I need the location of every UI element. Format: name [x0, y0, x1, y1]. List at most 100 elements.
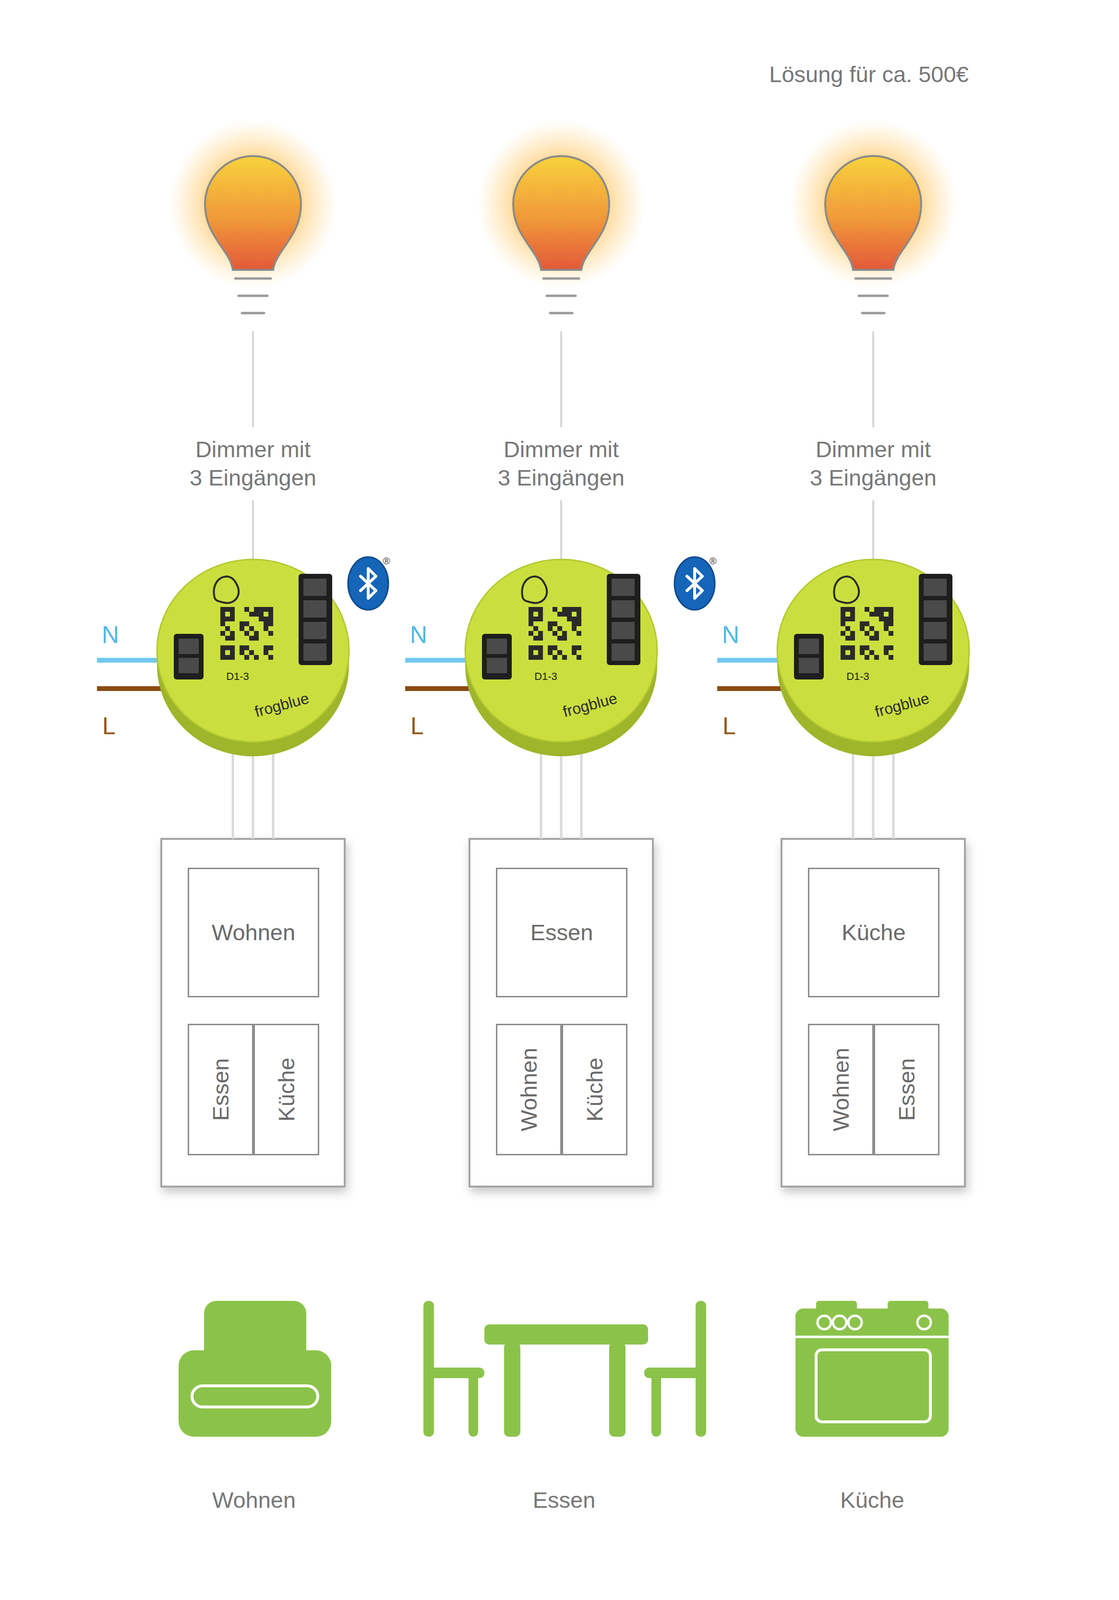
- qr-cell: [533, 616, 539, 622]
- qr-cell: [840, 616, 846, 622]
- qr-cell: [850, 645, 855, 650]
- qr-cell: [229, 616, 235, 622]
- qr-cell: [562, 611, 567, 617]
- qr-cell: [576, 630, 582, 636]
- light-bulb: [477, 120, 646, 313]
- qr-cell: [528, 630, 534, 636]
- qr-cell: [566, 611, 572, 617]
- qr-cell: [888, 645, 894, 650]
- qr-cell: [864, 630, 870, 636]
- dimmer-device: [156, 559, 349, 757]
- stove-knob: [817, 1315, 831, 1329]
- switch-rocker: Küche: [253, 1023, 320, 1156]
- bluetooth-rune: [360, 568, 376, 599]
- room-label: Küche: [840, 1485, 904, 1515]
- qr-cell: [883, 649, 889, 655]
- qr-cell: [263, 606, 269, 612]
- qr-cell: [229, 635, 235, 641]
- dimmer-label: Dimmer mit 3 Eingängen: [805, 434, 942, 494]
- qr-cell: [571, 621, 577, 626]
- qr-cell: [552, 654, 558, 660]
- neutral-label: N: [721, 619, 740, 650]
- qr-cell: [874, 611, 879, 617]
- qr-cell: [538, 649, 543, 655]
- qr-cell: [229, 606, 235, 612]
- qr-cell: [225, 625, 230, 631]
- device-model: D1-3: [534, 669, 558, 684]
- qr-cell: [878, 616, 884, 622]
- switch-rocker: Wohnen: [187, 867, 320, 998]
- qr-cell: [562, 654, 567, 660]
- stove-body: [795, 1308, 949, 1437]
- device-brand: frogblue: [252, 688, 312, 722]
- switch-frame: [469, 838, 653, 1187]
- live-label: L: [410, 710, 424, 742]
- terminal-slot: [486, 657, 507, 674]
- qr-cell: [244, 630, 250, 636]
- qr-cell: [571, 649, 577, 655]
- terminal-block: [606, 573, 641, 665]
- device-model: D1-3: [846, 669, 870, 684]
- terminal-slot: [611, 600, 635, 618]
- bulb-base: [855, 277, 891, 280]
- qr-cell: [538, 611, 543, 617]
- device-top: [777, 559, 970, 742]
- qr-cell: [869, 625, 875, 631]
- bulb-glow: [789, 120, 958, 289]
- live-label: L: [722, 710, 736, 742]
- device-brand: frogblue: [872, 688, 932, 722]
- qr-cell: [874, 606, 879, 612]
- qr-cell: [268, 621, 274, 626]
- rocker-label: Wohnen: [515, 1047, 542, 1132]
- terminal-block: [481, 633, 512, 680]
- qr-cell: [878, 611, 884, 617]
- table-part: [651, 1372, 662, 1437]
- qr-cell: [220, 611, 226, 617]
- bulb-globe: [204, 156, 301, 270]
- terminal-slot: [611, 643, 635, 661]
- qr-cell: [840, 645, 846, 650]
- bulb-wire: [872, 331, 875, 428]
- qr-cell: [859, 621, 865, 626]
- qr-cell: [249, 635, 254, 641]
- qr-cell: [874, 630, 879, 636]
- qr-cell: [263, 649, 269, 655]
- switch-rocker: Essen: [873, 1023, 940, 1156]
- qr-cell: [571, 616, 577, 622]
- rocker-label: Wohnen: [827, 1047, 855, 1132]
- device-brand: frogblue: [560, 688, 620, 722]
- dimmer-label: Dimmer mit 3 Eingängen: [493, 434, 630, 494]
- bulb-base: [238, 294, 268, 298]
- qr-cell: [878, 606, 884, 612]
- qr-cell: [258, 611, 264, 617]
- qr-cell: [263, 616, 269, 622]
- qr-cell: [220, 645, 226, 650]
- rocker-label: Essen: [206, 1058, 234, 1121]
- qr-cell: [576, 616, 582, 622]
- qr-cell: [538, 645, 543, 650]
- rocker-label: Küche: [272, 1057, 300, 1121]
- qr-cell: [840, 630, 846, 636]
- qr-cell: [547, 621, 553, 626]
- qr-cell: [220, 616, 226, 622]
- table-part: [609, 1341, 626, 1437]
- qr-cell: [864, 606, 870, 612]
- terminal-block: [918, 573, 953, 665]
- rocker-label: Essen: [530, 918, 594, 946]
- bulb-glow: [168, 120, 337, 289]
- qr-cell: [571, 645, 577, 650]
- qr-cell: [258, 606, 264, 612]
- qr-cell: [888, 621, 894, 626]
- qr-cell: [263, 621, 269, 626]
- qr-cell: [538, 635, 543, 641]
- qr-cell: [225, 616, 230, 622]
- terminal-slot: [798, 657, 819, 674]
- qr-cell: [244, 654, 250, 660]
- terminal-block: [173, 633, 204, 680]
- rocker-label: Wohnen: [211, 918, 296, 946]
- qr-cell: [840, 649, 846, 655]
- dimmer-device: [777, 559, 970, 757]
- qr-cell: [239, 621, 245, 626]
- switch-rocker: Essen: [495, 867, 628, 998]
